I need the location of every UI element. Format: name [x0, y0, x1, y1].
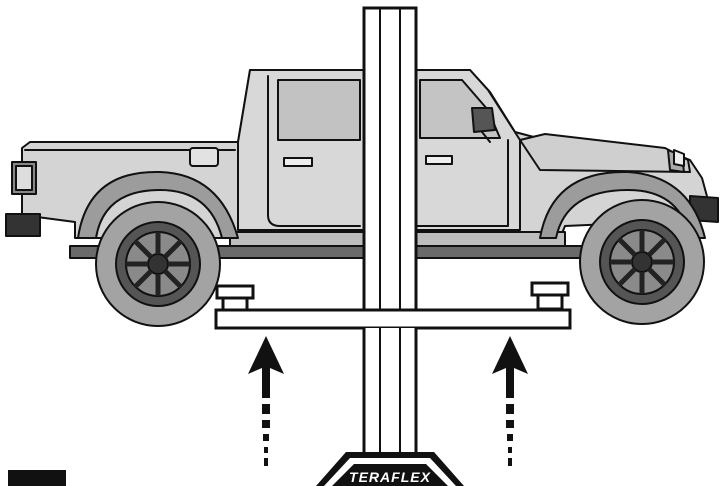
rear-fender-flare [77, 170, 239, 239]
hood [519, 133, 691, 173]
rear-wheel [95, 201, 221, 327]
tail-light-lens [15, 165, 33, 191]
rear-window [277, 79, 361, 141]
lift-arrow-right [492, 336, 528, 466]
lift-arm [214, 308, 572, 330]
lift-arrow-left [248, 336, 284, 466]
lift-pad-right-base [536, 293, 564, 311]
lift [214, 6, 572, 480]
brand-logo: TERAFLEX [349, 469, 432, 485]
front-fender-flare [539, 170, 706, 239]
lift-pad-left-base [221, 296, 249, 312]
corner-mark [8, 470, 66, 486]
mirror-arm [481, 131, 491, 143]
lift-pad-right [530, 281, 570, 297]
lift-pad-left [215, 284, 255, 300]
rear-bumper [5, 213, 41, 237]
lift-base: TERAFLEX [316, 452, 464, 486]
fuel-door [189, 147, 219, 167]
headlight [673, 149, 685, 167]
door-handle-front [425, 155, 453, 165]
side-mirror [471, 107, 496, 133]
door-handle-rear [283, 157, 313, 167]
front-wheel [579, 199, 705, 325]
door-seam-rear [267, 75, 361, 227]
